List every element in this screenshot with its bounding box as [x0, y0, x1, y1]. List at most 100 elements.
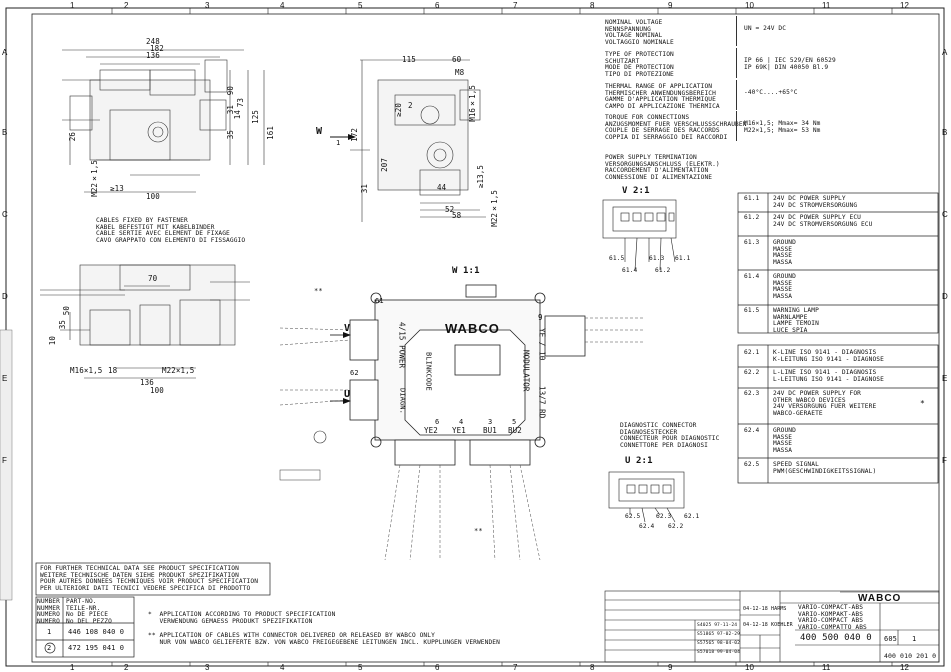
asterisk-62-3: * — [920, 399, 925, 408]
spec-value-0: UN = 24V DC — [744, 25, 787, 32]
grid-row-right-D: D — [942, 292, 948, 301]
dim-mid-1: 60 — [452, 55, 462, 64]
dim-mid-10: M22×1,5 — [490, 190, 499, 227]
dim-left-5: 73 — [236, 98, 245, 108]
ecu-power-label: 4/15 POWER — [397, 322, 407, 369]
pin-v-61.2: 61.2 — [655, 267, 671, 274]
dim-mid-6: 44 — [437, 183, 447, 192]
rev-0: S4025 97-11-24 — [697, 623, 738, 628]
dim-mid-7: 52 — [445, 205, 455, 214]
u-view-label: U 2:1 — [625, 456, 653, 466]
title-checked-by: 04-12-18 KOEHLER — [743, 622, 793, 628]
callout-v: V — [344, 323, 351, 334]
grid-col-bottom-5: 5 — [358, 663, 363, 672]
ecu-modulator-label: MODULATOR — [521, 350, 531, 392]
part-2-number: 2 — [47, 644, 52, 652]
w-view-label: W 1:1 — [452, 266, 480, 276]
pin-u-62.2: 62.2 — [668, 523, 684, 530]
dim-mid-2: M8 — [455, 68, 465, 77]
title-sheet: 605 — [884, 635, 897, 643]
title-bottom-number: 400 010 201 0 — [884, 652, 937, 660]
grid-row-right-A: A — [942, 48, 948, 57]
pin-v-61.5: 61.5 — [609, 255, 625, 262]
footnote-1: * APPLICATION ACCORDING TO PRODUCT SPECI… — [148, 611, 336, 625]
grid-row-A: A — [2, 48, 8, 57]
grid-col-bottom-3: 3 — [205, 663, 210, 672]
table-pin-61.5: 61.5 — [744, 307, 760, 314]
dim-bot-7: 136 — [140, 378, 154, 387]
grid-row-right-B: B — [942, 128, 948, 137]
dim-left-3: 26 — [68, 132, 77, 142]
title-drawing-number: 400 500 040 0 — [800, 633, 872, 643]
grid-row-B: B — [2, 128, 8, 137]
ecu-conn-BU2: BU2 — [508, 426, 522, 435]
table-pin-61.3: 61.3 — [744, 239, 760, 246]
ecu-wabco-logo: WABCO — [445, 321, 500, 336]
table-pin-62.2: 62.2 — [744, 369, 760, 376]
pin-u-62.4: 62.4 — [639, 523, 655, 530]
title-wabco-logo: WABCO — [858, 593, 902, 604]
table-pin-62.3: 62.3 — [744, 390, 760, 397]
ecu-pin-3: 3 — [488, 418, 493, 426]
grid-row-right-F: F — [942, 456, 947, 465]
dim-bot-1: 50 — [62, 306, 71, 316]
table-pin-62.1: 62.1 — [744, 349, 760, 356]
table-pin-62.4: 62.4 — [744, 427, 760, 434]
ecu-ye-label: YE / 10 — [537, 328, 547, 361]
dim-bot-6: M22×1,5 — [162, 366, 195, 375]
spec-divider-1 — [736, 48, 737, 78]
spec-divider-2 — [736, 80, 737, 110]
grid-col-1: 1 — [70, 1, 75, 10]
spec-divider-0 — [736, 16, 737, 46]
dim-left-12: 100 — [146, 192, 160, 201]
dim-left-0: 248 — [146, 37, 160, 46]
part-2-partno: 472 195 041 0 — [68, 644, 125, 652]
further-note: FOR FURTHER TECHNICAL DATA SEE PRODUCT S… — [40, 565, 259, 592]
grid-col-2: 2 — [124, 1, 129, 10]
grid-col-bottom-6: 6 — [435, 663, 440, 672]
callout-62: 62 — [350, 369, 359, 377]
pin-u-62.1: 62.1 — [684, 513, 700, 520]
table-pin-61.4: 61.4 — [744, 273, 760, 280]
grid-col-8: 8 — [590, 1, 595, 10]
grid-col-bottom-12: 12 — [900, 663, 909, 672]
callout-dstar-2: ** — [474, 527, 483, 535]
callout-61: 61 — [375, 297, 384, 305]
dim-left-10: 161 — [266, 126, 275, 140]
spec-divider-3 — [736, 111, 737, 141]
grid-col-bottom-10: 10 — [745, 663, 754, 672]
grid-col-6: 6 — [435, 1, 440, 10]
grid-row-F: F — [2, 456, 7, 465]
rev-1: S51865 97-02-29 — [697, 632, 740, 637]
rev-2: S57565 98-04-02 — [697, 641, 740, 646]
dim-left-6: 35 — [226, 130, 235, 140]
dim-bot-5: 18 — [108, 366, 118, 375]
dim-mid-0: 115 — [402, 55, 416, 64]
callout-dstar-1: ** — [314, 287, 323, 295]
grid-row-D: D — [2, 292, 8, 301]
callout-one: 1 — [336, 139, 341, 147]
ecu-pin-5: 5 — [512, 418, 517, 426]
grid-col-12: 12 — [900, 1, 909, 10]
dim-mid-13: 2 — [408, 101, 413, 110]
title-sheet-of: 1 — [912, 635, 917, 643]
